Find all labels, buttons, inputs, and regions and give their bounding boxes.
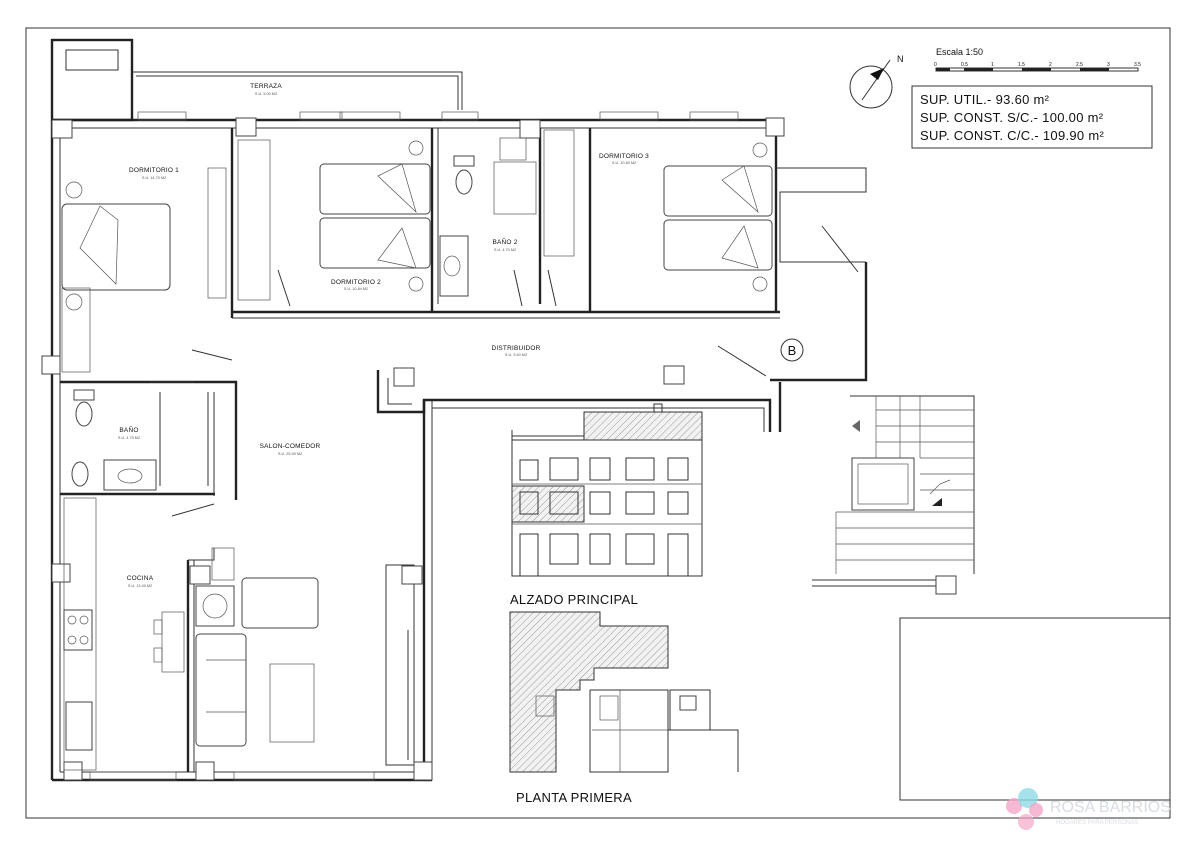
wardrobe-icon [543,129,575,257]
surface-util: SUP. UTIL.- 93.60 m² [920,92,1050,107]
marker-b-label: B [788,343,797,358]
surface-summary: SUP. UTIL.- 93.60 m² SUP. CONST. S/C.- 1… [911,85,1153,149]
first-floor-title: PLANTA PRIMERA [516,790,632,805]
room-area-salon-comedor: S.U. 25.90 M2 [278,452,302,456]
room-label-salon-comedor: SALON-COMEDOR [260,443,321,450]
toilet-icon [75,401,93,427]
brand-name: ROSA BARRIOS [1050,799,1171,816]
marker-b [780,338,804,362]
bed-icon [319,163,431,215]
round-table-icon [202,593,228,619]
first-floor-key-plan: PLANTA PRIMERA [509,611,739,805]
sheet-outer-frame [25,27,1171,819]
kitchen-sink-icon [65,701,93,751]
logo-circle-cyan [1018,788,1038,808]
scale-bar: Escala 1:50 0 0.5 1 1.5 2 2.5 3 3.5 [934,47,1141,72]
room-label-bano: BAÑO [119,425,138,434]
bed-icon [319,217,431,269]
shower-icon [493,161,537,215]
elevation-title: ALZADO PRINCIPAL [510,592,638,607]
sofa-icon [195,633,247,747]
room-area-dormitorio-2: S.U. 10.84 M2 [344,287,368,291]
north-arrow: N [849,54,904,109]
toilet-icon [455,169,473,195]
room-label-cocina: COCINA [127,575,154,582]
bidet-icon [71,461,89,487]
sink-icon [103,459,157,491]
elevator-icon [851,457,915,511]
scale-title: Escala 1:50 [936,47,983,57]
elevation-drawing: ALZADO PRINCIPAL [510,403,703,607]
scale-tick: 2.5 [1076,62,1083,68]
hob-icon [63,609,93,651]
scale-tick: 0.5 [961,62,968,68]
brand-logo: ROSA BARRIOS HOGARES PARA PERSONAS [1006,788,1171,830]
wardrobe-icon [207,167,227,299]
armchair-icon [241,577,319,629]
coffee-table [269,663,315,743]
brand-tagline: HOGARES PARA PERSONAS [1056,820,1138,826]
bed-icon [663,165,773,217]
north-arrow-icon [870,68,884,80]
surface-const-sc: SUP. CONST. S/C.- 100.00 m² [920,110,1104,125]
room-label-dormitorio-2: DORMITORIO 2 [331,279,381,286]
room-area-cocina: S.U. 13.40 M2 [128,584,152,588]
north-label: N [897,54,904,64]
room-label-dormitorio-1: DORMITORIO 1 [129,167,179,174]
surface-const-cc: SUP. CONST. C/C.- 109.90 m² [920,128,1105,143]
scale-tick: 2 [1049,62,1052,68]
room-area-terraza: S.U. 5.00 M2 [255,92,277,96]
room-label-dormitorio-3: DORMITORIO 3 [599,153,649,160]
scale-tick: 0 [934,62,937,68]
main-floor-plan: B TERRAZA S.U. 5.00 M2 DORMITORIO 1 S.U.… [41,38,975,782]
bed-icon [61,203,171,291]
nightstand-lamp-icon [65,181,83,199]
scale-tick: 3.5 [1134,62,1141,68]
scale-tick: 3 [1107,62,1110,68]
wardrobe-icon [237,139,271,301]
logo-circle-pink [1006,798,1022,814]
staircase [812,395,975,595]
room-area-distribuidor: S.U. 9.40 M2 [505,353,527,357]
room-area-bano: S.U. 4.75 M2 [118,436,140,440]
room-area-bano-2: S.U. 4.70 M2 [494,248,516,252]
scale-tick: 1.5 [1018,62,1025,68]
room-label-terraza: TERRAZA [250,83,282,90]
room-label-bano-2: BAÑO 2 [492,237,517,246]
room-area-dormitorio-3: S.U. 10.60 M2 [612,161,636,165]
title-block-frame [899,617,1171,801]
kitchen-table [161,611,185,673]
room-area-dormitorio-1: S.U. 14.70 M2 [142,176,166,180]
room-label-distribuidor: DISTRIBUIDOR [492,345,541,352]
sink-icon [443,255,461,277]
scale-tick: 1 [991,62,994,68]
bed-icon [663,219,773,271]
